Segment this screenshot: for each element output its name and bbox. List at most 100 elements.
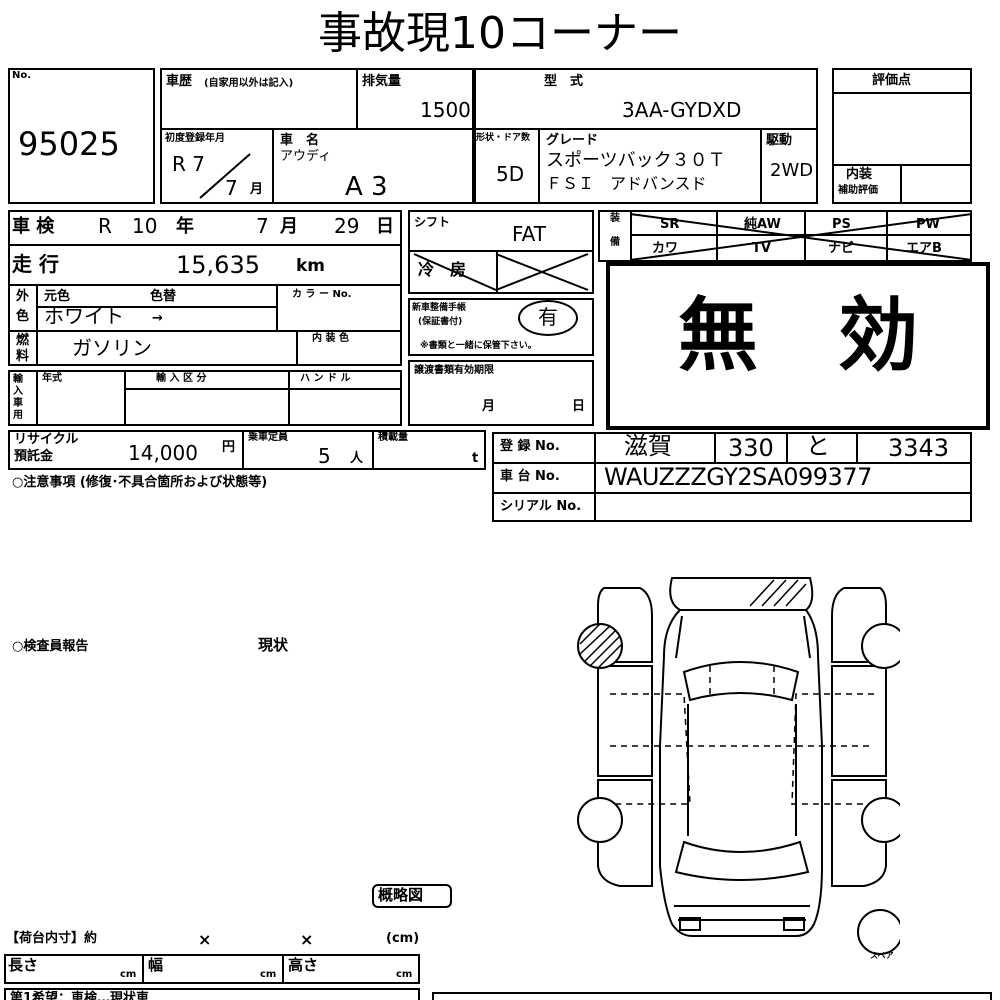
displacement-label: 排気量 (362, 74, 402, 89)
equip-label-1: 装 (610, 213, 620, 224)
model-label: 型 式 (544, 74, 584, 89)
fuel-label-1: 燃 (16, 333, 30, 348)
load-unit: t (472, 451, 479, 466)
displacement-value: 1500 (420, 98, 471, 122)
manual-box (408, 298, 594, 356)
no-label: No. (12, 70, 32, 81)
inspection-day-unit: 日 (376, 216, 394, 237)
interior-color-label: 内 装 色 (312, 333, 349, 344)
mileage-value: 15,635 (176, 251, 260, 279)
serial-label: シリアル No. (500, 499, 582, 514)
shape-label: 形状・ドア数 (476, 133, 531, 143)
equipment-box (598, 210, 972, 262)
cargo-dimension-box (4, 954, 420, 984)
shift-value: FAT (512, 222, 547, 246)
import-year-label: 年式 (42, 373, 62, 384)
stamp-text: 概略図 (378, 886, 424, 904)
inspection-block (8, 210, 402, 366)
void-stamp-box (606, 262, 990, 430)
length-label: 長さ (8, 956, 39, 974)
inspector-label: ○検査員報告 (12, 639, 89, 654)
transfer-day: 日 (572, 399, 586, 414)
model-box (474, 68, 818, 204)
inspection-month-unit: 月 (280, 216, 298, 237)
page-title: 事故現10コーナー (318, 8, 682, 59)
recycle-label-1: リサイクル (14, 432, 79, 447)
drive-value: 2WD (770, 160, 814, 181)
color-arrow: → (152, 311, 163, 326)
notes-label: ○注意事項 (修復･不具合箇所および状態等) (12, 475, 268, 490)
car-name-label: 車 名 (280, 133, 320, 148)
equip-tv: TV (752, 241, 771, 256)
capacity-value: 5 (318, 444, 331, 468)
lot-number-box (8, 68, 155, 204)
first-reg-month: 7 (225, 176, 238, 200)
cargo-x2: × (300, 930, 314, 949)
inspection-day: 29 (334, 214, 360, 238)
capacity-unit: 人 (350, 451, 364, 466)
car-name: A 3 (345, 172, 388, 202)
color-no-label: カ ラ ー No. (292, 289, 352, 300)
recycle-unit: 円 (222, 440, 236, 455)
grade-label: グレード (546, 133, 599, 148)
load-label: 積載量 (378, 432, 408, 443)
capacity-label: 乗車定員 (248, 432, 288, 443)
history-box (160, 68, 474, 204)
inspection-month: 7 (256, 214, 269, 238)
color-value: ホワイト (44, 304, 124, 328)
shift-box (408, 210, 594, 294)
fuel-label-2: 料 (16, 349, 30, 364)
ac-label: 冷 房 (418, 260, 467, 279)
maker: アウディ (280, 149, 332, 164)
width-label: 幅 (148, 956, 164, 974)
recycle-label-2: 預託金 (14, 449, 54, 464)
handle-label: ハ ン ド ル (300, 373, 351, 384)
inspection-label: 車 検 (12, 216, 55, 237)
manual-label-1: 新車整備手帳 (412, 303, 467, 313)
manual-label-2: (保証書付) (418, 317, 463, 327)
transfer-label: 譲渡書類有効期限 (414, 365, 494, 376)
transfer-month: 月 (482, 399, 496, 414)
equip-ps: PS (832, 217, 851, 232)
width-unit: cm (260, 969, 277, 980)
reg-number: 3343 (888, 434, 950, 462)
history-note: (自家用以外は記入) (204, 78, 294, 89)
interior-grade-sub: 補助評価 (838, 185, 878, 196)
equip-label-2: 備 (610, 237, 620, 248)
reg-kana: と (806, 432, 830, 460)
inspection-year: 10 (132, 214, 158, 238)
reg-class: 330 (728, 434, 774, 462)
reg-place: 滋賀 (624, 432, 672, 460)
bottom-note-box (4, 988, 420, 1000)
doors-value: 5D (496, 162, 525, 186)
void-stamp: 無 効 (678, 289, 918, 382)
bottom-text: 第1希望：車検…現状車 (10, 991, 150, 1000)
evaluation-label: 評価点 (872, 73, 912, 88)
first-reg-month-unit: 月 (250, 182, 264, 197)
chassis-label: 車 台 No. (500, 469, 560, 484)
cargo-label: 【荷台内寸】約 (6, 931, 98, 946)
equip-aw: 純AW (744, 217, 781, 232)
import-label: 輸入車用 (13, 374, 23, 421)
stamp-box (372, 884, 452, 908)
orig-color-label: 元色 (44, 289, 71, 304)
grade-line2: ＦＳＩ アドバンスド (546, 174, 707, 193)
mileage-unit: km (296, 256, 326, 276)
inspection-era: R (98, 214, 112, 238)
length-unit: cm (120, 969, 137, 980)
grade-line1: スポーツバック３０Ｔ (546, 150, 726, 171)
height-unit: cm (396, 969, 413, 980)
spare-label: スペア (870, 951, 894, 960)
recycle-box (8, 430, 486, 470)
chassis-number: WAUZZZGY2SA099377 (604, 463, 872, 491)
import-box (8, 370, 402, 426)
evaluation-box (832, 68, 972, 204)
exterior-label-2: 色 (16, 309, 30, 324)
import-class-label: 輸 入 区 分 (156, 373, 207, 384)
manual-circle (518, 300, 578, 336)
history-label: 車歴 (166, 74, 193, 89)
inspection-year-unit: 年 (176, 216, 194, 237)
lot-number: 95025 (18, 125, 120, 163)
recycle-value: 14,000 (128, 441, 198, 465)
